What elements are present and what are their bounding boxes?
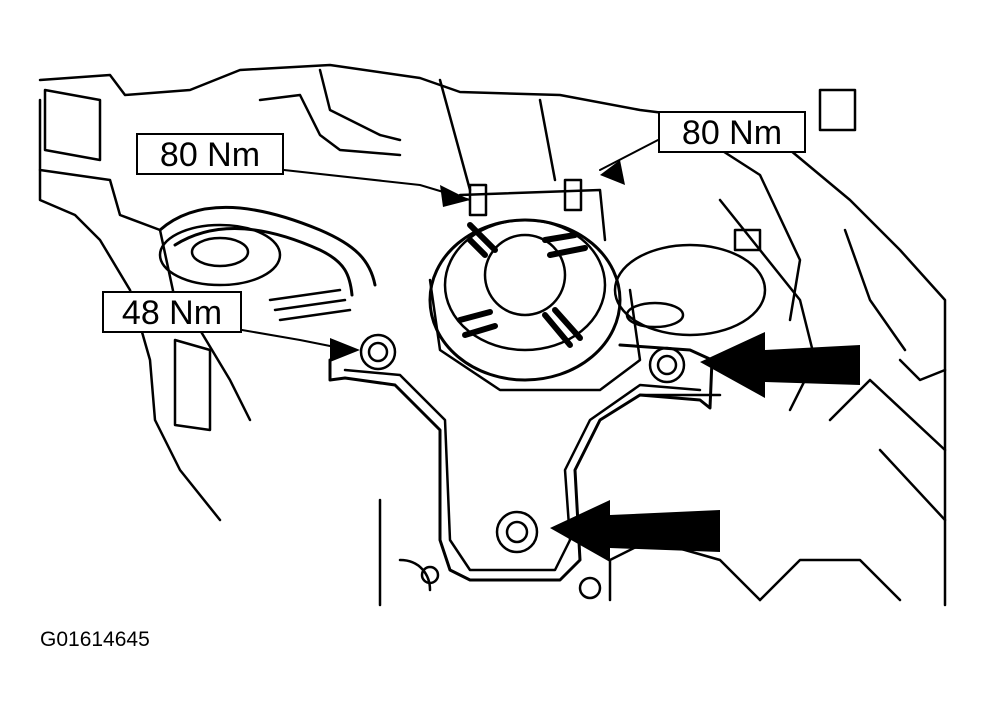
figure-id: G01614645	[40, 628, 150, 651]
isolator-body	[428, 218, 622, 382]
mount-plate	[328, 343, 714, 582]
arrow-top-left	[440, 185, 470, 207]
left-bolt	[359, 333, 397, 371]
coolant-hose	[158, 205, 377, 287]
torque-callout-top-left: 80 Nm	[136, 133, 284, 175]
left-stud	[468, 183, 488, 217]
right-bolt	[648, 346, 686, 384]
right-pulley	[613, 243, 767, 337]
left-pulley	[158, 223, 282, 287]
arrow-left	[330, 338, 360, 362]
leader-left	[241, 329, 341, 349]
arrow-top-right	[600, 160, 625, 185]
right-stud	[563, 178, 583, 212]
bottom-bolt	[495, 510, 539, 554]
torque-callout-left: 48 Nm	[102, 291, 242, 333]
engine-block-outline	[38, 63, 947, 607]
big-arrow-right	[700, 332, 860, 398]
leader-top-right	[599, 139, 659, 171]
big-arrow-bottom	[550, 500, 720, 562]
torque-callout-top-right: 80 Nm	[658, 111, 806, 153]
